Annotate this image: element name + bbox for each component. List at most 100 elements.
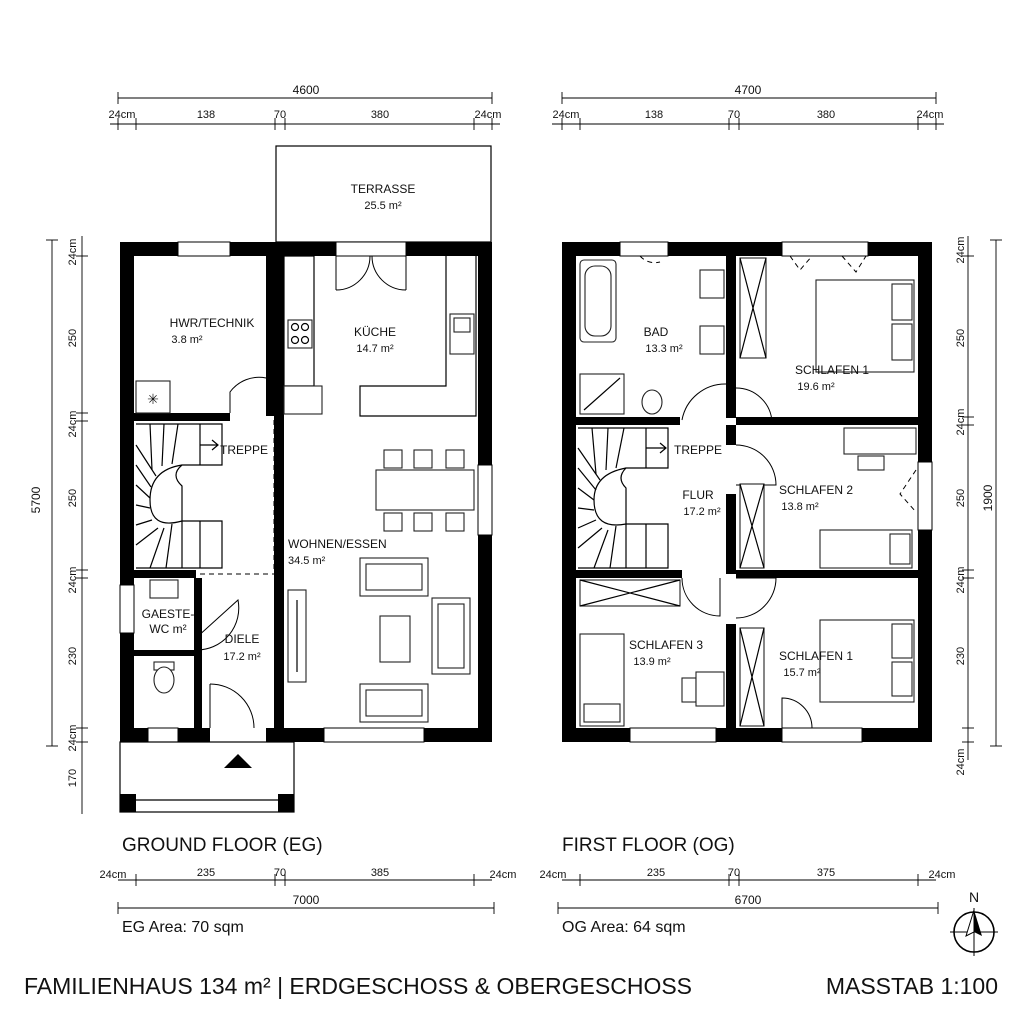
og-bottom-dim-5: 24cm — [929, 869, 956, 881]
wohnen-area: 34.5 m² — [288, 555, 326, 567]
terrasse-area: 25.5 m² — [364, 200, 402, 212]
og-window-2 — [781, 241, 869, 257]
eg-window-5 — [323, 727, 425, 743]
plan-title: FAMILIENHAUS 134 m² | ERDGESCHOSS & OBER… — [24, 973, 692, 999]
og-bottom-dim-2: 235 — [647, 867, 665, 879]
eg-top-dim-1: 24cm — [109, 109, 136, 121]
og-bottom-dim-4: 375 — [817, 867, 835, 879]
og-right-dim-4: 250 — [955, 489, 967, 507]
og-bottom-dimensions: 24cm 235 70 375 24cm 6700 — [540, 867, 956, 914]
eg-top-total: 4600 — [293, 83, 320, 97]
north-label: N — [969, 889, 979, 905]
og-top-dim-1: 24cm — [553, 109, 580, 121]
eg-window-3 — [477, 464, 493, 536]
eg-bottom-dim-3: 70 — [274, 867, 286, 879]
dining-table — [375, 469, 475, 511]
og-window-1 — [619, 241, 669, 257]
kueche-area: 14.7 m² — [356, 343, 394, 355]
entrance-porch — [119, 741, 295, 813]
plan-scale: MASSTAB 1:100 — [826, 973, 998, 999]
schlafen3-label: SCHLAFEN 3 — [629, 638, 703, 652]
og-staircase — [577, 427, 669, 569]
og-top-dimensions: 4700 24cm 138 70 380 24cm — [552, 83, 944, 130]
hwr-area: 3.8 m² — [171, 334, 203, 346]
schlafen2-area: 13.8 m² — [781, 501, 819, 513]
hwr-label: HWR/TECHNIK — [170, 316, 255, 330]
eg-bottom-dim-4: 385 — [371, 867, 389, 879]
og-right-dim-1: 24cm — [955, 237, 967, 264]
eg-left-dim-1: 24cm — [67, 239, 79, 266]
eg-top-dim-3: 70 — [274, 109, 286, 121]
north-arrow-icon: N — [950, 889, 998, 956]
schlafen3-area: 13.9 m² — [633, 656, 671, 668]
eg-top-dim-5: 24cm — [475, 109, 502, 121]
eg-left-total: 5700 — [29, 486, 43, 513]
og-top-dim-4: 380 — [817, 109, 835, 121]
eg-left-dim-8: 170 — [67, 769, 79, 787]
eg-area: EG Area: 70 sqm — [122, 919, 244, 936]
eg-bottom-dimensions: 24cm 235 70 385 24cm 7000 — [100, 867, 517, 914]
og-top-dim-5: 24cm — [917, 109, 944, 121]
og-right-total: 1900 — [981, 484, 995, 511]
flur-label: FLUR — [682, 488, 714, 502]
eg-left-dim-6: 230 — [67, 647, 79, 665]
eg-bottom-dim-2: 235 — [197, 867, 215, 879]
entrance-arrow-icon — [224, 754, 252, 768]
eg-floor-label: GROUND FLOOR (EG) — [122, 835, 323, 856]
og-top-dim-2: 138 — [645, 109, 663, 121]
og-window-3 — [917, 461, 933, 531]
og-bottom-dim-3: 70 — [728, 867, 740, 879]
stove-icon — [287, 319, 313, 349]
schlafen1-area: 19.6 m² — [797, 381, 835, 393]
gaeste-label-2: WC m² — [149, 622, 186, 636]
eg-left-dimensions: 5700 24cm 250 24cm 250 24cm 230 24cm 170 — [29, 236, 88, 814]
og-bottom-total: 6700 — [735, 893, 762, 907]
desk-3 — [695, 671, 725, 707]
og-right-dim-6: 230 — [955, 647, 967, 665]
eg-bottom-dim-5: 24cm — [490, 869, 517, 881]
og-floor-label: FIRST FLOOR (OG) — [562, 835, 735, 856]
eg-window-4 — [119, 584, 135, 634]
bad-label: BAD — [644, 325, 669, 339]
eg-left-dim-4: 250 — [67, 489, 79, 507]
eg-left-dim-5: 24cm — [67, 567, 79, 594]
gaeste-label-1: GAESTE- — [142, 607, 195, 621]
diele-area: 17.2 m² — [223, 651, 261, 663]
svg-text:✳: ✳ — [147, 391, 159, 407]
eg-treppe-label: TREPPE — [220, 443, 268, 457]
eg-top-dim-2: 138 — [197, 109, 215, 121]
bad-sink-1-icon — [699, 269, 725, 299]
wc-sink-icon — [149, 579, 179, 599]
wohnen-label: WOHNEN/ESSEN — [288, 537, 387, 551]
desk-2 — [843, 427, 917, 455]
schlafen1-label: SCHLAFEN 1 — [795, 363, 869, 377]
eg-top-dim-4: 380 — [371, 109, 389, 121]
og-right-dim-3: 24cm — [955, 409, 967, 436]
eg-left-dim-7: 24cm — [67, 725, 79, 752]
coffee-table — [379, 615, 411, 663]
eg-bottom-dim-1: 24cm — [100, 869, 127, 881]
eg-bottom-total: 7000 — [293, 893, 320, 907]
eg-left-dim-3: 24cm — [67, 411, 79, 438]
og-window-4 — [629, 727, 717, 743]
hwr-boiler-icon — [135, 380, 171, 414]
first-floor-plan: 4700 24cm 138 70 380 24cm — [540, 83, 1002, 936]
og-top-total: 4700 — [735, 83, 762, 97]
eg-window-6 — [147, 727, 179, 743]
og-right-dimensions: 24cm 250 24cm 250 24cm 230 24cm 1900 — [955, 236, 1002, 775]
eg-window-1 — [177, 241, 231, 257]
og-window-5 — [781, 727, 863, 743]
og-right-dim-5: 24cm — [955, 567, 967, 594]
og-right-dim-7: 24cm — [955, 749, 967, 776]
og-top-dim-3: 70 — [728, 109, 740, 121]
og-right-dim-2: 250 — [955, 329, 967, 347]
bad-sink-2-icon — [699, 325, 725, 355]
ground-floor-plan: 4600 24cm 138 70 380 24cm TERRASSE 25.5 … — [29, 83, 516, 936]
chair-3 — [681, 677, 697, 703]
og-treppe-label: TREPPE — [674, 443, 722, 457]
og-area: OG Area: 64 sqm — [562, 919, 686, 936]
bad-area: 13.3 m² — [645, 343, 683, 355]
schlafen4-area: 15.7 m² — [783, 667, 821, 679]
terrasse-label: TERRASSE — [351, 182, 416, 196]
